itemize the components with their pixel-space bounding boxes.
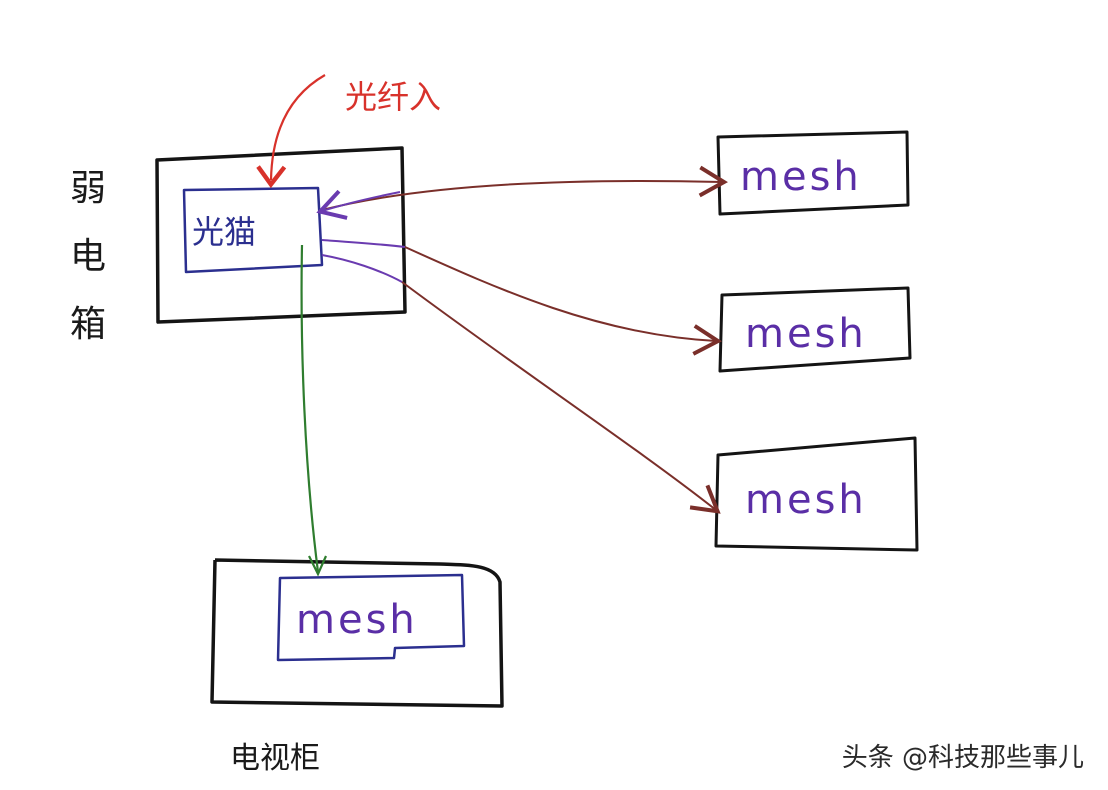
link-mesh-2 bbox=[404, 246, 722, 356]
weak-box-outline bbox=[155, 146, 407, 324]
link-mesh-3-purple bbox=[321, 254, 403, 283]
fiber-in-arrow bbox=[256, 74, 326, 189]
link-mesh-4 bbox=[300, 244, 320, 573]
tv-cabinet-label: 电视柜 bbox=[230, 741, 320, 776]
weak-box-label-3: 箱 bbox=[70, 304, 106, 345]
mesh-node-4-label: mesh bbox=[296, 597, 418, 643]
link-mesh-1 bbox=[321, 165, 728, 211]
watermark: 头条 @科技那些事儿 bbox=[841, 743, 1084, 773]
tv-cabinet-mesh-outline bbox=[276, 573, 466, 662]
mesh-node-1-label: mesh bbox=[740, 154, 862, 200]
optical-modem-outline bbox=[182, 186, 324, 274]
optical-modem-label: 光猫 bbox=[192, 213, 256, 251]
link-mesh-1-return bbox=[316, 189, 401, 220]
mesh-node-3-label: mesh bbox=[745, 477, 867, 523]
link-mesh-3 bbox=[401, 281, 721, 514]
tv-cabinet-outline bbox=[210, 558, 504, 708]
mesh-node-3-outline bbox=[714, 436, 919, 552]
weak-box-label-1: 弱 bbox=[70, 168, 106, 209]
mesh-node-2-label: mesh bbox=[745, 311, 867, 357]
link-mesh-4-arrowhead bbox=[308, 555, 328, 577]
weak-box-label-2: 电 bbox=[70, 236, 106, 277]
link-mesh-2-purple bbox=[321, 239, 406, 248]
fiber-in-label: 光纤入 bbox=[345, 78, 441, 116]
